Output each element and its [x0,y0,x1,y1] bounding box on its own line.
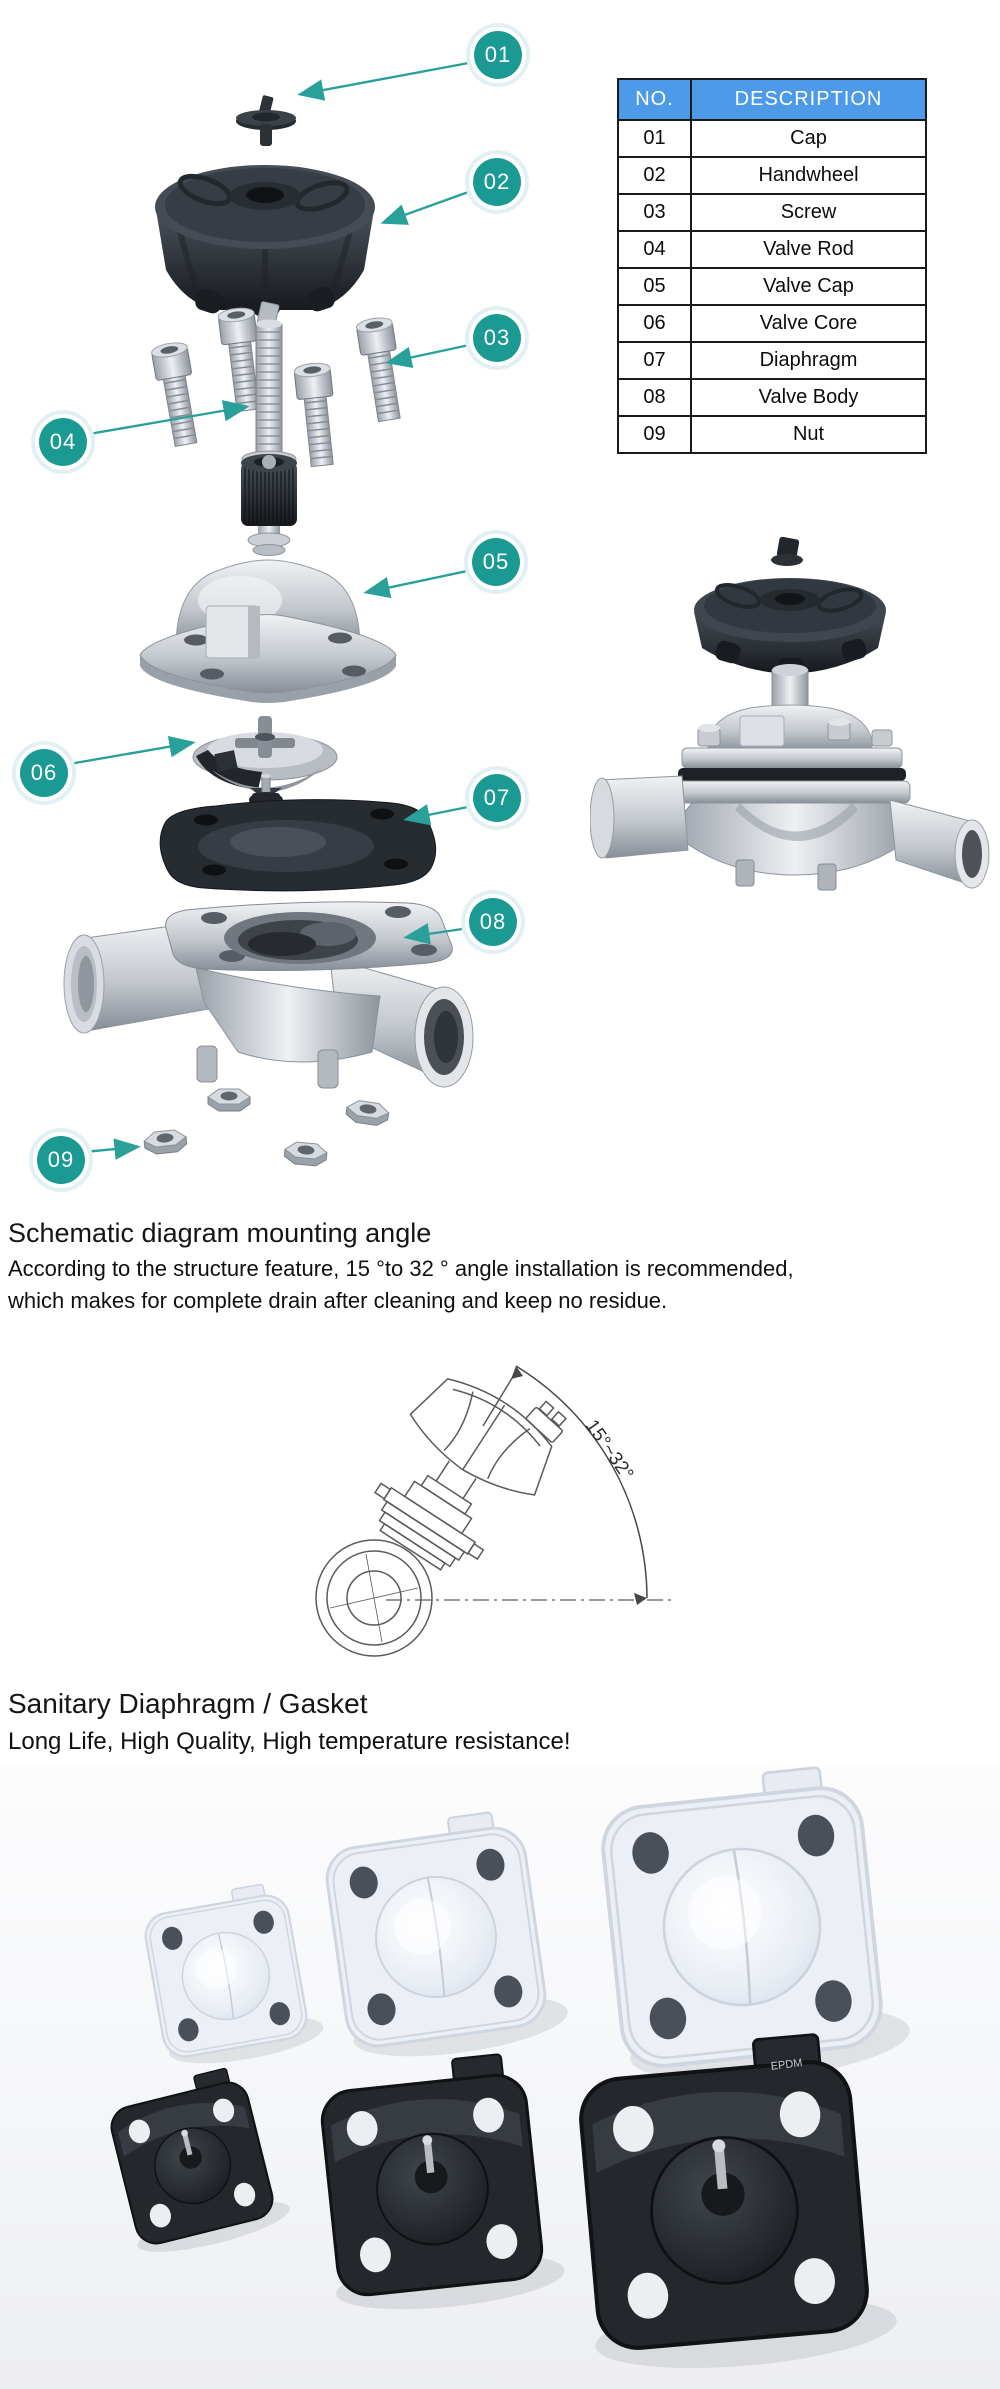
callout-03: 03 [473,314,521,362]
gasket-section-heading: Sanitary Diaphragm / Gasket [8,1688,368,1719]
cell-no: 03 [617,193,692,232]
cell-description: Screw [690,193,927,232]
assembled-valve-photo [590,536,990,891]
callout-02: 02 [473,158,521,206]
cell-description: Nut [690,415,927,454]
valve-core-part-illustration [192,716,338,800]
cell-description: Valve Rod [690,230,927,269]
cell-description: Valve Body [690,378,927,417]
callout-arrows [68,60,475,1160]
callout-05-label: 05 [482,549,510,574]
callout-05: 05 [472,538,520,586]
cell-no: 06 [617,304,692,343]
callout-09: 09 [37,1136,85,1184]
callout-07: 07 [473,774,521,822]
diaphragm-part-illustration [159,774,437,892]
cell-description: Diaphragm [690,341,927,380]
cell-no: 05 [617,267,692,306]
cell-no: 01 [617,119,692,158]
cap-part-illustration [236,95,296,146]
mounting-section-heading: Schematic diagram mounting angle [8,1218,432,1248]
col-header-description: DESCRIPTION [690,78,927,121]
cell-no: 09 [617,415,692,454]
gasket-section-subheading: Long Life, High Quality, High temperatur… [8,1728,571,1755]
cell-description: Cap [690,119,927,158]
parts-table-header-row: NO. DESCRIPTION [617,78,927,121]
callout-04-label: 04 [49,429,77,454]
callout-08: 08 [469,898,517,946]
callout-09-label: 09 [47,1147,75,1172]
callout-01-label: 01 [484,42,512,67]
callout-04: 04 [39,418,87,466]
col-header-no: NO. [617,78,692,121]
callout-06-label: 06 [30,760,58,785]
callout-07-label: 07 [483,785,511,810]
handwheel-part-illustration [155,165,375,316]
epdm-material-label: EPDM [770,2057,803,2073]
mounting-body-line1: According to the structure feature, 15 °… [8,1256,794,1281]
valve-body-part-illustration [63,901,474,1089]
callout-01: 01 [474,31,522,79]
mounting-body-line2: which makes for complete drain after cle… [8,1288,668,1313]
valve-cap-part-illustration [139,559,397,703]
cell-description: Handwheel [690,156,927,195]
exploded-parts-illustration [63,95,474,1168]
mounting-angle-drawing [315,1365,672,1657]
cell-no: 08 [617,378,692,417]
callout-08-label: 08 [479,909,507,934]
cell-no: 02 [617,156,692,195]
cell-description: Valve Core [690,304,927,343]
cell-no: 04 [617,230,692,269]
callout-03-label: 03 [483,325,511,350]
valve-rod-part-illustration [241,301,297,556]
gasket-photo-illustration: EPDM [99,1766,916,2389]
assembled-valve [590,536,990,891]
callout-02-label: 02 [483,169,511,194]
black-diaphragms-row [99,2029,899,2378]
callout-06: 06 [20,749,68,797]
cell-no: 07 [617,341,692,380]
cell-description: Valve Cap [690,267,927,306]
